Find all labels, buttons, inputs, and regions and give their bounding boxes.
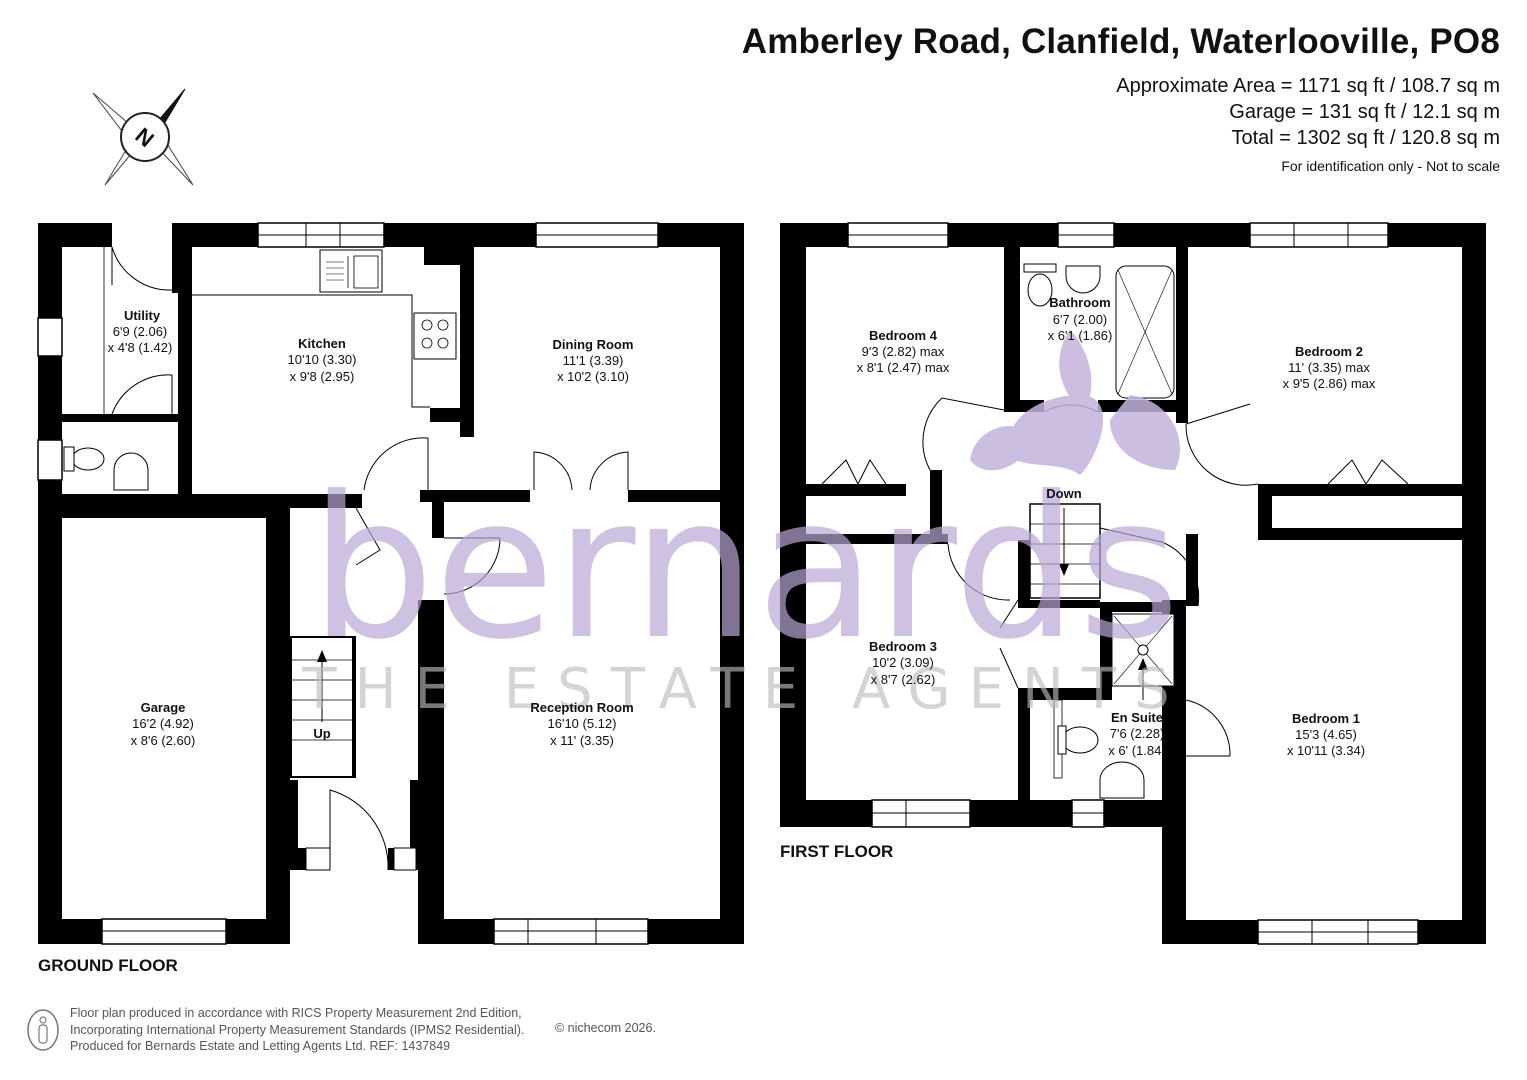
room-name: Bedroom 2 [1295, 344, 1363, 359]
room-dimension: x 9'5 (2.86) max [1283, 376, 1376, 391]
first-floor-label: FIRST FLOOR [780, 842, 894, 861]
person-icon [27, 1009, 59, 1051]
room-bedroom-2: Bedroom 2 11' (3.35) max x 9'5 (2.86) ma… [1283, 344, 1376, 391]
room-name: Bedroom 1 [1292, 711, 1360, 726]
room-kitchen: Kitchen 10'10 (3.30) x 9'8 (2.95) [288, 336, 357, 384]
room-dimension: x 11' (3.35) [550, 733, 614, 748]
footer-line: Produced for Bernards Estate and Letting… [70, 1039, 451, 1053]
room-en-suite: En Suite 7'6 (2.28) x 6' (1.84) [1108, 710, 1165, 758]
room-dimension: x 10'11 (3.34) [1287, 743, 1365, 758]
room-name: Kitchen [298, 336, 346, 351]
room-dimension: x 9'8 (2.95) [290, 369, 355, 384]
room-dimension: 10'10 (3.30) [288, 352, 357, 367]
room-bathroom: Bathroom 6'7 (2.00) x 6'1 (1.86) [1048, 295, 1113, 343]
scale-disclaimer: For identification only - Not to scale [1281, 158, 1500, 174]
room-name: En Suite [1111, 710, 1163, 725]
room-dimension: 6'7 (2.00) [1053, 312, 1108, 327]
ground-floor-plan [37, 222, 744, 945]
copyright-notice: © nichecom 2026. [555, 1021, 656, 1035]
room-dimension: 16'2 (4.92) [132, 716, 194, 731]
room-name: Garage [141, 700, 186, 715]
room-dimension: 11' (3.35) max [1288, 360, 1370, 375]
room-dimension: 16'10 (5.12) [548, 716, 617, 731]
room-dining-room: Dining Room 11'1 (3.39) x 10'2 (3.10) [553, 337, 634, 384]
property-address-title: Amberley Road, Clanfield, Waterlooville,… [741, 22, 1500, 61]
footer-line: Floor plan produced in accordance with R… [70, 1006, 522, 1020]
room-dimension: 10'2 (3.09) [872, 655, 934, 670]
watermark-brand-text: bernards [310, 455, 1180, 683]
total-area: Total = 1302 sq ft / 120.8 sq m [1231, 127, 1501, 149]
room-dimension: 15'3 (4.65) [1295, 727, 1357, 742]
stairs-down-label: Down [1046, 486, 1081, 501]
footer-notes: Floor plan produced in accordance with R… [70, 1005, 524, 1055]
first-floor-plan [780, 222, 1486, 945]
room-utility: Utility 6'9 (2.06) x 4'8 (1.42) [108, 308, 173, 355]
room-bedroom-1: Bedroom 1 15'3 (4.65) x 10'11 (3.34) [1287, 711, 1365, 758]
room-dimension: 9'3 (2.82) max [862, 344, 945, 359]
room-dimension: x 10'2 (3.10) [557, 369, 629, 384]
room-dimension: x 4'8 (1.42) [108, 340, 173, 355]
bernards-watermark: bernards THE ESTATE AGENTS [301, 330, 1187, 722]
room-name: Dining Room [553, 337, 634, 352]
stairs-up-label: Up [313, 726, 330, 741]
ground-floor-label: GROUND FLOOR [38, 956, 178, 975]
room-name: Bedroom 4 [869, 328, 938, 343]
room-name: Utility [124, 308, 161, 323]
room-dimension: x 6'1 (1.86) [1048, 328, 1113, 343]
room-dimension: x 6' (1.84) [1108, 743, 1165, 758]
room-dimension: 6'9 (2.06) [113, 324, 168, 339]
room-bedroom-4: Bedroom 4 9'3 (2.82) max x 8'1 (2.47) ma… [857, 328, 950, 375]
north-compass-icon: N [92, 88, 194, 186]
room-garage: Garage 16'2 (4.92) x 8'6 (2.60) [131, 700, 196, 748]
room-dimension: x 8'6 (2.60) [131, 733, 196, 748]
approximate-area: Approximate Area = 1171 sq ft / 108.7 sq… [1116, 75, 1500, 97]
room-dimension: 7'6 (2.28) [1110, 726, 1165, 741]
room-dimension: 11'1 (3.39) [563, 353, 624, 368]
room-name: Bedroom 3 [869, 639, 937, 654]
room-dimension: x 8'1 (2.47) max [857, 360, 950, 375]
watermark-tagline-text: THE ESTATE AGENTS [301, 657, 1187, 722]
room-reception-room: Reception Room 16'10 (5.12) x 11' (3.35) [530, 700, 633, 748]
room-bedroom-3: Bedroom 3 10'2 (3.09) x 8'7 (2.62) [869, 639, 937, 687]
footer-line: Incorporating International Property Mea… [70, 1022, 525, 1037]
room-name: Bathroom [1049, 295, 1110, 310]
garage-area: Garage = 131 sq ft / 12.1 sq m [1229, 101, 1500, 123]
room-dimension: x 8'7 (2.62) [871, 672, 936, 687]
room-name: Reception Room [530, 700, 633, 715]
